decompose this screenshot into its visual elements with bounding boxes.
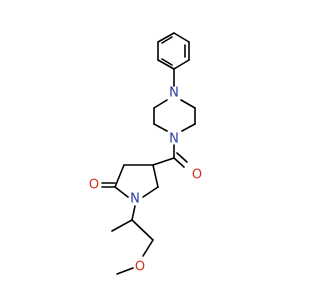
bond (157, 59, 175, 70)
bond (114, 186, 129, 198)
bond (153, 123, 168, 132)
bond (142, 239, 154, 257)
pyrrolidinone-ring (114, 164, 159, 198)
atom-n-pyrrolidinone: N (130, 192, 140, 207)
bond (161, 36, 173, 44)
bond (152, 157, 175, 166)
structure-diagram: N N O N O O (89, 32, 202, 275)
molecule-canvas: N N O N O O (89, 32, 202, 275)
bond (131, 219, 154, 241)
atom-o-ether: O (135, 260, 145, 275)
bond (114, 164, 125, 188)
bond (153, 99, 168, 109)
atom-o-carbonyl: O (192, 168, 202, 183)
bond (152, 164, 159, 188)
bond (173, 157, 185, 168)
bond (173, 59, 190, 70)
piperazine-ring (153, 99, 196, 132)
atom-n-piperazine-bottom: N (169, 132, 179, 147)
bond (111, 219, 133, 232)
bond (142, 186, 159, 198)
bond (180, 99, 196, 109)
phenyl-ring (157, 32, 190, 70)
atom-n-piperazine-top: N (169, 86, 179, 101)
bond (157, 32, 175, 43)
bond (173, 32, 190, 43)
bond (131, 205, 136, 221)
bond (181, 123, 196, 132)
bond (176, 152, 188, 163)
bond (116, 267, 134, 275)
atom-o-lactam: O (89, 178, 99, 193)
bond (161, 58, 173, 66)
